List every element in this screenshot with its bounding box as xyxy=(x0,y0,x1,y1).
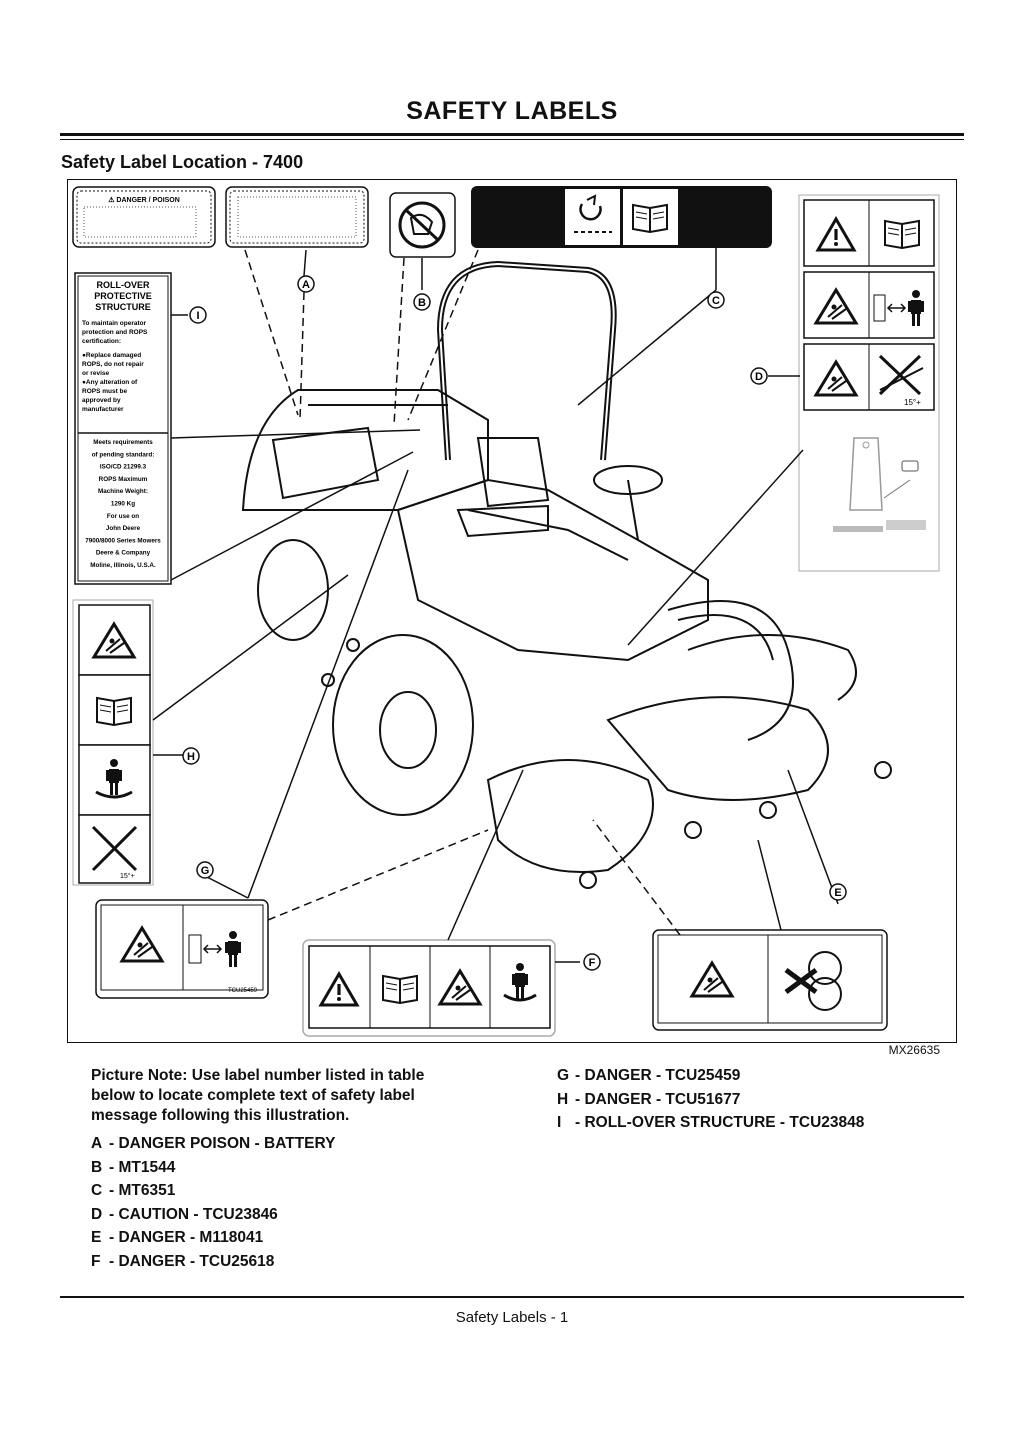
callout-b: B xyxy=(413,293,431,311)
rops-label-line: ROPS, do not repair xyxy=(82,361,144,368)
rops-label-line: John Deere xyxy=(106,525,141,532)
rops-label-line: 1290 Kg xyxy=(111,501,135,508)
rops-label-line: ●Replace damaged xyxy=(82,352,141,359)
label-list-item: H - DANGER - TCU51677 xyxy=(557,1090,937,1114)
label-list-item: F - DANGER - TCU25618 xyxy=(91,1252,471,1276)
label-description: - DANGER POISON - BATTERY xyxy=(109,1135,336,1152)
figure-id: MX26635 xyxy=(888,1043,940,1057)
rops-label-line: of pending standard: xyxy=(92,451,155,458)
label-key: B xyxy=(91,1158,103,1176)
label-a-danger-poison: ⚠ DANGER / POISON xyxy=(72,186,369,248)
callout-d: D xyxy=(750,367,768,385)
rops-label-line: ROPS must be xyxy=(82,388,128,395)
rops-label-line: To maintain operator xyxy=(82,320,147,327)
rops-label-line: Meets requirements xyxy=(93,439,153,446)
callout-c: C xyxy=(707,291,725,309)
label-key: G xyxy=(557,1067,570,1084)
svg-text:15°+: 15°+ xyxy=(120,872,135,880)
rops-label-line: Machine Weight: xyxy=(98,488,148,495)
callout-letter: G xyxy=(201,865,210,877)
label-list-item: E - DANGER - M118041 xyxy=(91,1228,471,1252)
label-list-item: I - ROLL-OVER STRUCTURE - TCU23848 xyxy=(557,1113,937,1137)
mower-illustration xyxy=(241,260,892,889)
label-key: F xyxy=(91,1252,101,1270)
label-g-danger: TCU25459 xyxy=(95,899,269,999)
footer-rule xyxy=(60,1296,964,1298)
notes-left: Picture Note: Use label number listed in… xyxy=(91,1066,471,1275)
label-key: E xyxy=(91,1229,102,1246)
rops-label-line: protection and ROPS xyxy=(82,329,148,336)
page-footer: Safety Labels - 1 xyxy=(455,1309,569,1326)
rops-label-line: ISO/CD 21299.3 xyxy=(100,464,147,471)
label-b-mt1544 xyxy=(389,192,456,258)
rops-label-line: STRUCTURE xyxy=(95,302,151,312)
svg-text:15°+: 15°+ xyxy=(904,398,921,407)
rops-label-line: manufacturer xyxy=(82,406,124,413)
callout-a: A xyxy=(297,275,315,293)
rops-label-line: 7900/8000 Series Mowers xyxy=(85,537,161,544)
label-d-caution: 15°+ xyxy=(798,194,940,572)
label-list-item: B - MT1544 xyxy=(91,1158,471,1182)
label-e-danger xyxy=(652,929,888,1031)
label-description: - ROLL-OVER STRUCTURE - TCU23848 xyxy=(575,1114,865,1131)
svg-text:TCU25459: TCU25459 xyxy=(228,988,258,994)
label-key: I xyxy=(557,1114,562,1131)
callout-letter: F xyxy=(589,957,596,969)
label-description: - DANGER - TCU51677 xyxy=(575,1090,741,1108)
leader-lines xyxy=(152,248,839,963)
callout-g: G xyxy=(196,861,214,879)
callout-letter: I xyxy=(196,310,199,322)
title-rule-thin xyxy=(60,139,964,140)
rops-label-line: ROLL-OVER xyxy=(97,280,150,290)
picture-note: Picture Note: Use label number listed in… xyxy=(91,1067,425,1124)
label-list-item: C - MT6351 xyxy=(91,1181,471,1205)
callout-e: E xyxy=(829,883,847,901)
rops-label-line: PROTECTIVE xyxy=(94,291,152,301)
label-list-item: A - DANGER POISON - BATTERY xyxy=(91,1134,471,1158)
label-key: D xyxy=(91,1205,103,1223)
label-f-danger xyxy=(302,939,556,1037)
callout-letter: B xyxy=(418,297,426,309)
rops-label-line: For use on xyxy=(107,513,139,520)
callout-letter: C xyxy=(712,295,720,307)
rops-label-line: or revise xyxy=(82,370,109,377)
rops-label-line: Deere & Company xyxy=(96,550,151,557)
label-description: - DANGER - TCU25618 xyxy=(109,1252,275,1270)
callout-h: H xyxy=(182,747,200,765)
label-key: A xyxy=(91,1135,103,1152)
label-description: - MT6351 xyxy=(109,1182,176,1199)
rops-label-line: ROPS Maximum xyxy=(99,476,148,483)
rops-label-line: Moline, Illinois, U.S.A. xyxy=(90,562,156,569)
title-rule-thick xyxy=(60,133,964,136)
label-key: H xyxy=(557,1090,569,1108)
label-key: C xyxy=(91,1182,103,1199)
label-h-danger: 15°+ xyxy=(72,599,154,886)
callout-letter: D xyxy=(755,371,763,383)
callout-letter: E xyxy=(834,887,841,899)
label-description: - CAUTION - TCU23846 xyxy=(109,1205,278,1223)
label-c-mt6351 xyxy=(471,186,772,248)
svg-text:⚠ DANGER / POISON: ⚠ DANGER / POISON xyxy=(108,196,180,204)
rops-label-line: ●Any alteration of xyxy=(82,379,138,386)
rops-label-line: certification: xyxy=(82,338,121,345)
callout-letter: A xyxy=(302,279,310,291)
label-description: - DANGER - M118041 xyxy=(109,1229,264,1246)
callout-i: I xyxy=(189,306,207,324)
callout-markers: A B C D E F G H I xyxy=(182,275,847,971)
rops-label-line: approved by xyxy=(82,397,121,404)
label-description: - DANGER - TCU25459 xyxy=(575,1067,741,1084)
callout-f: F xyxy=(583,953,601,971)
label-list-item: D - CAUTION - TCU23846 xyxy=(91,1205,471,1229)
label-description: - MT1544 xyxy=(109,1158,176,1176)
callout-letter: H xyxy=(187,751,195,763)
label-list-item: G - DANGER - TCU25459 xyxy=(557,1066,937,1090)
section-title: Safety Label Location - 7400 xyxy=(61,152,304,172)
page-title: SAFETY LABELS xyxy=(406,97,618,125)
